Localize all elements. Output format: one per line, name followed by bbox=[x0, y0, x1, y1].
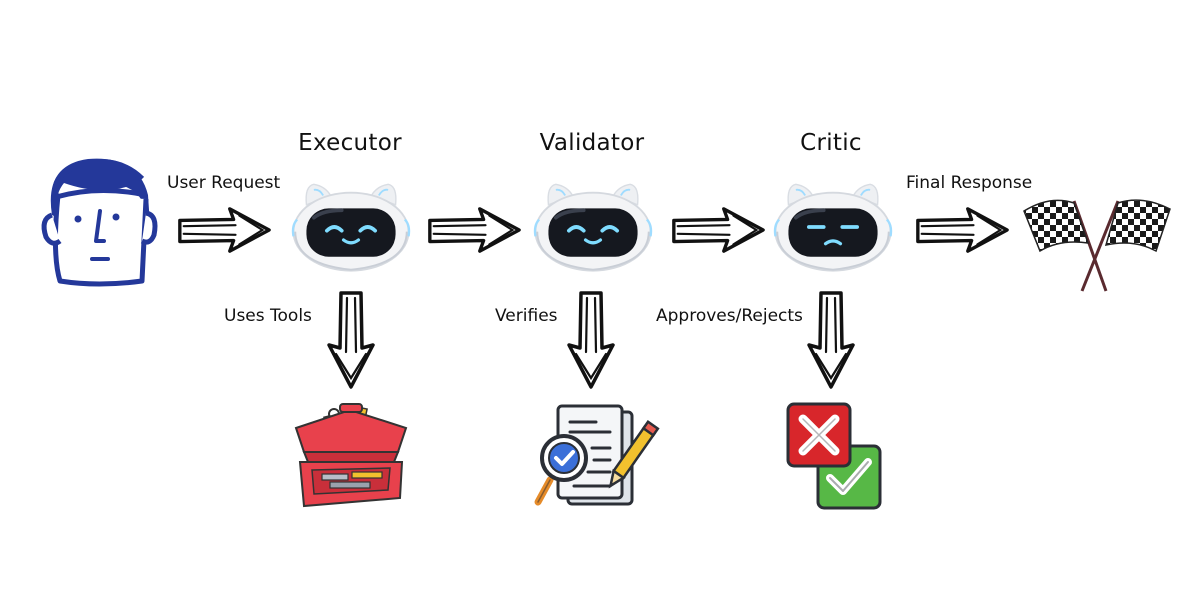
user-face-icon bbox=[41, 158, 158, 287]
toolbox-icon bbox=[294, 403, 408, 508]
critic-title: Critic bbox=[800, 130, 862, 156]
executor-title: Executor bbox=[298, 130, 402, 156]
critic-robot-icon bbox=[773, 182, 893, 273]
final-response-label: Final Response bbox=[906, 173, 1033, 193]
approves-rejects-label: Approves/Rejects bbox=[656, 306, 803, 326]
executor-robot-icon bbox=[291, 182, 411, 273]
arrow-right-icon bbox=[428, 207, 521, 253]
arrow-down-icon bbox=[567, 291, 615, 389]
arrow-right-icon bbox=[178, 207, 271, 253]
validator-robot-icon bbox=[533, 182, 653, 273]
verifies-label: Verifies bbox=[495, 306, 558, 326]
arrow-down-icon bbox=[327, 291, 375, 389]
document-magnifier-check-icon bbox=[534, 404, 660, 506]
x-and-check-icon bbox=[786, 402, 882, 510]
uses-tools-label: Uses Tools bbox=[224, 306, 312, 326]
arrow-right-icon bbox=[916, 207, 1009, 253]
arrow-right-icon bbox=[672, 207, 765, 253]
arrow-down-icon bbox=[807, 291, 855, 389]
checkered-flags-icon bbox=[1023, 199, 1171, 292]
user-request-label: User Request bbox=[167, 173, 281, 193]
validator-title: Validator bbox=[539, 130, 645, 156]
